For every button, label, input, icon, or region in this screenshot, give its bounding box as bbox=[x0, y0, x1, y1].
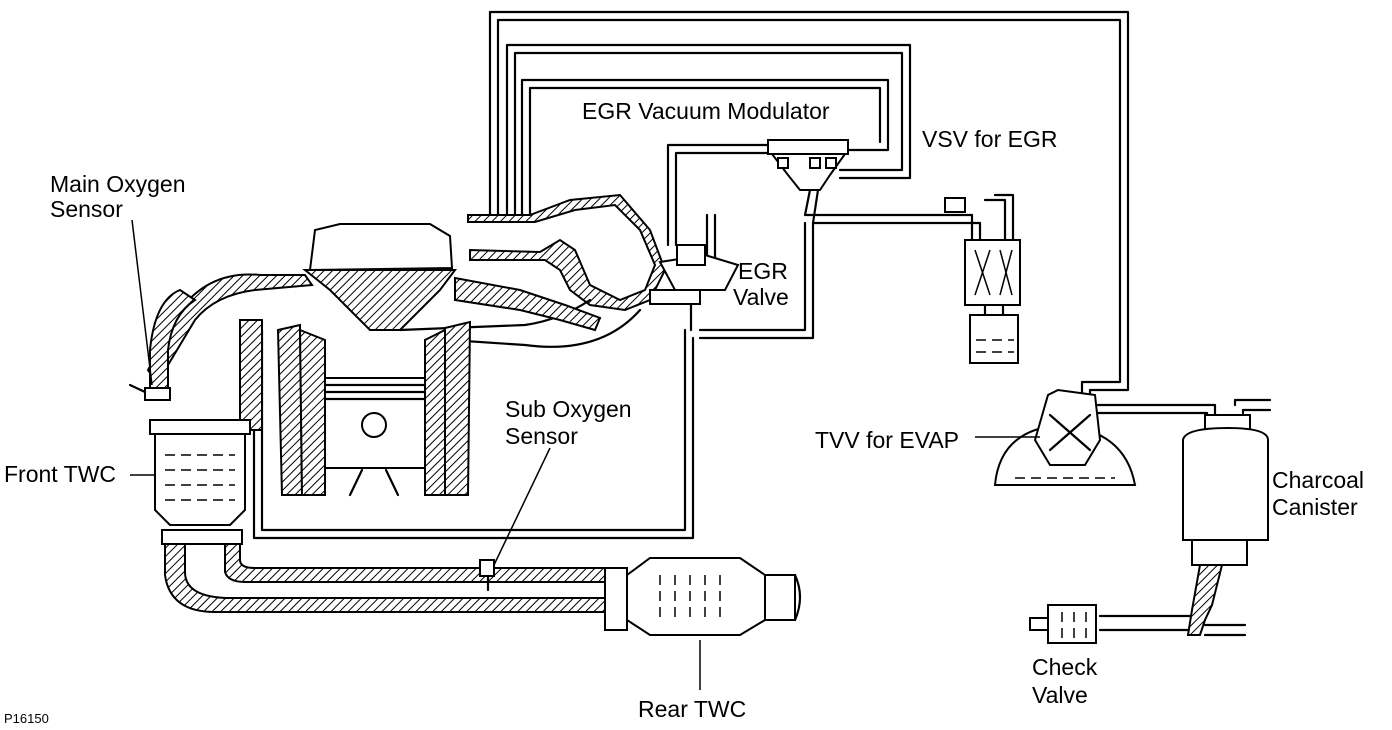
rear-twc-label: Rear TWC bbox=[638, 696, 747, 722]
front-twc-label: Front TWC bbox=[4, 461, 117, 487]
main-oxygen-sensor-label-line1: Main Oxygen bbox=[50, 171, 186, 197]
charcoal-canister-label-line2: Canister bbox=[1272, 494, 1358, 520]
exhaust-pipe bbox=[164, 543, 606, 613]
sub-oxygen-sensor-label-line2: Sensor bbox=[505, 423, 578, 449]
exhaust-front bbox=[128, 288, 197, 401]
check-valve-label-line2: Valve bbox=[1032, 682, 1088, 708]
vsv-for-egr-label: VSV for EGR bbox=[922, 126, 1058, 152]
main-oxygen-sensor-label-line2: Sensor bbox=[50, 196, 123, 222]
check-valve bbox=[1029, 604, 1247, 644]
rear-twc bbox=[604, 557, 802, 636]
charcoal-canister-label-line1: Charcoal bbox=[1272, 467, 1365, 493]
leader-lines bbox=[130, 219, 1040, 690]
vsv-for-egr bbox=[944, 197, 1021, 364]
figure-code: P16150 bbox=[4, 711, 49, 726]
tvv-for-evap-label: TVV for EVAP bbox=[815, 427, 960, 453]
egr-vacuum-modulator-label: EGR Vacuum Modulator bbox=[582, 98, 830, 124]
check-valve-label-line1: Check bbox=[1032, 654, 1098, 680]
egr-valve-label-line1: EGR bbox=[738, 258, 788, 284]
vacuum-hoses bbox=[488, 10, 1130, 422]
charcoal-canister bbox=[1182, 414, 1269, 636]
tvv-for-evap bbox=[993, 388, 1137, 486]
egr-vacuum-modulator bbox=[767, 139, 849, 191]
front-twc bbox=[149, 419, 251, 545]
sub-oxygen-sensor-label-line1: Sub Oxygen bbox=[505, 396, 632, 422]
egr-valve-label-line2: Valve bbox=[733, 284, 789, 310]
